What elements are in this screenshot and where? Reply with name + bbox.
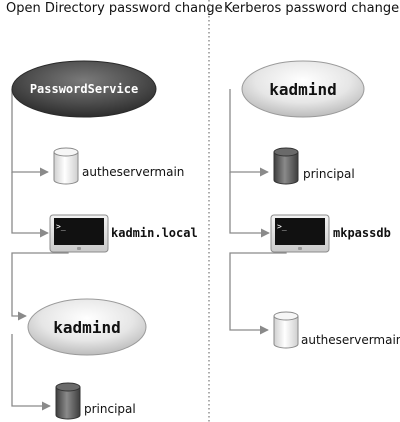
left-kadmind-node: kadmind	[27, 298, 147, 356]
left-connectors	[11, 89, 69, 411]
right-autheservermain-node: autheservermain	[273, 311, 400, 349]
arrow-icon	[229, 252, 287, 335]
right-autheservermain-label: autheservermain	[301, 333, 400, 347]
left-kadmind-label: kadmind	[53, 318, 120, 337]
right-mkpassdb-node: >_ mkpassdb	[270, 214, 391, 253]
password-service-node: PasswordService	[11, 60, 157, 118]
right-connectors	[229, 89, 287, 335]
left-title: Open Directory password change	[6, 1, 223, 16]
left-kadmin-local-node: >_ kadmin.local	[49, 214, 198, 253]
left-autheservermain-node: autheservermain	[53, 147, 184, 185]
arrow-icon	[11, 172, 49, 238]
left-principal-node: principal	[55, 382, 136, 420]
left-principal-label: principal	[84, 402, 136, 416]
kadmin-local-label: kadmin.local	[111, 226, 198, 240]
terminal-icon: >_	[270, 214, 330, 253]
database-icon	[55, 382, 81, 420]
arrow-icon	[11, 252, 69, 321]
mkpassdb-label: mkpassdb	[333, 226, 391, 240]
arrow-icon	[11, 334, 51, 411]
database-icon	[53, 147, 79, 185]
right-principal-node: principal	[273, 147, 355, 185]
database-icon	[273, 311, 299, 349]
right-title: Kerberos password change	[224, 1, 399, 16]
svg-text:>_: >_	[277, 222, 287, 231]
arrow-icon	[229, 172, 270, 238]
svg-text:>_: >_	[56, 222, 66, 231]
right-kadmind-label: kadmind	[269, 80, 336, 99]
terminal-icon: >_	[49, 214, 109, 253]
left-autheservermain-label: autheservermain	[82, 165, 184, 179]
database-icon	[273, 147, 299, 185]
password-service-label: PasswordService	[30, 82, 138, 96]
right-principal-label: principal	[303, 167, 355, 181]
right-kadmind-node: kadmind	[241, 60, 365, 118]
